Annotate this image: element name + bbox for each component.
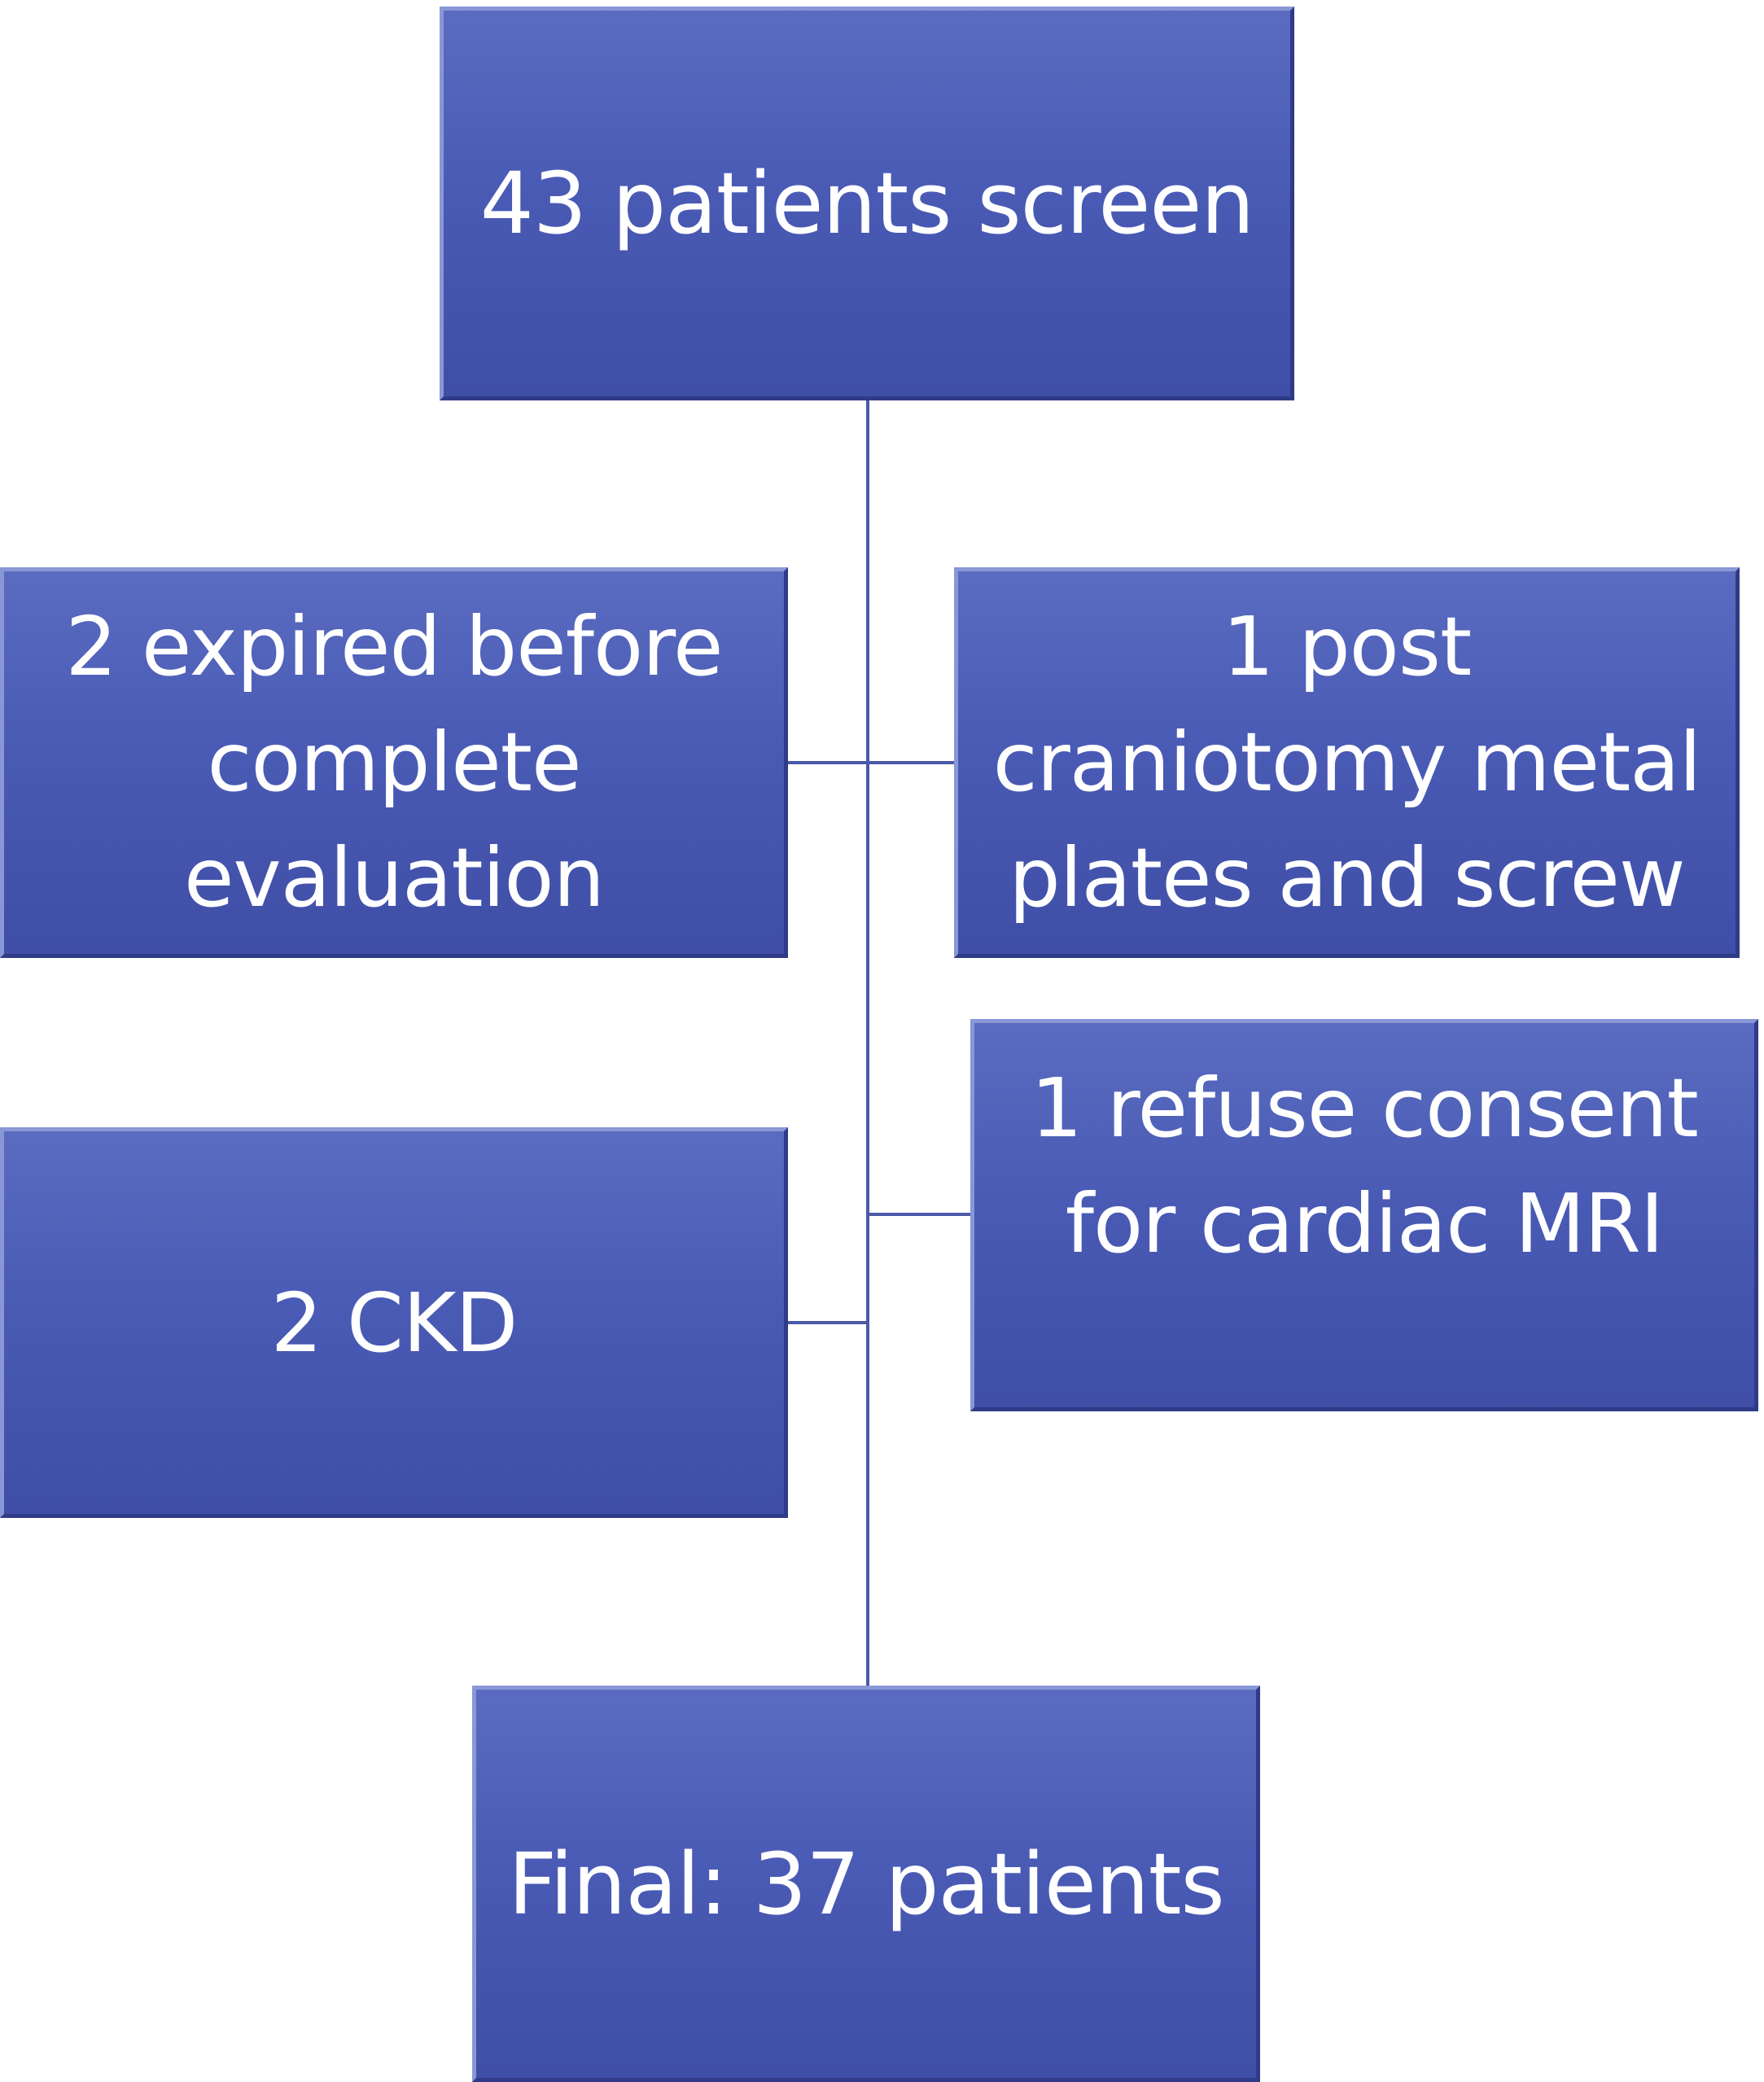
final-patients-label: Final: 37 patients [508,1834,1224,1934]
expired-exclusion-box: 2 expired before complete evaluation [0,567,788,958]
screened-patients-box: 43 patients screen [440,7,1294,400]
ckd-exclusion-box: 2 CKD [0,1127,788,1518]
screened-patients-label: 43 patients screen [479,154,1254,253]
craniotomy-exclusion-label: 1 post craniotomy metal plates and screw [992,599,1702,925]
refused-consent-label: 1 refuse consent for cardiac MRI [1031,1061,1699,1271]
ckd-exclusion-label: 2 CKD [270,1275,519,1371]
refused-consent-box: 1 refuse consent for cardiac MRI [970,1019,1758,1411]
final-patients-box: Final: 37 patients [472,1686,1260,2082]
craniotomy-exclusion-box: 1 post craniotomy metal plates and screw [954,567,1740,958]
expired-exclusion-label: 2 expired before complete evaluation [65,599,723,925]
